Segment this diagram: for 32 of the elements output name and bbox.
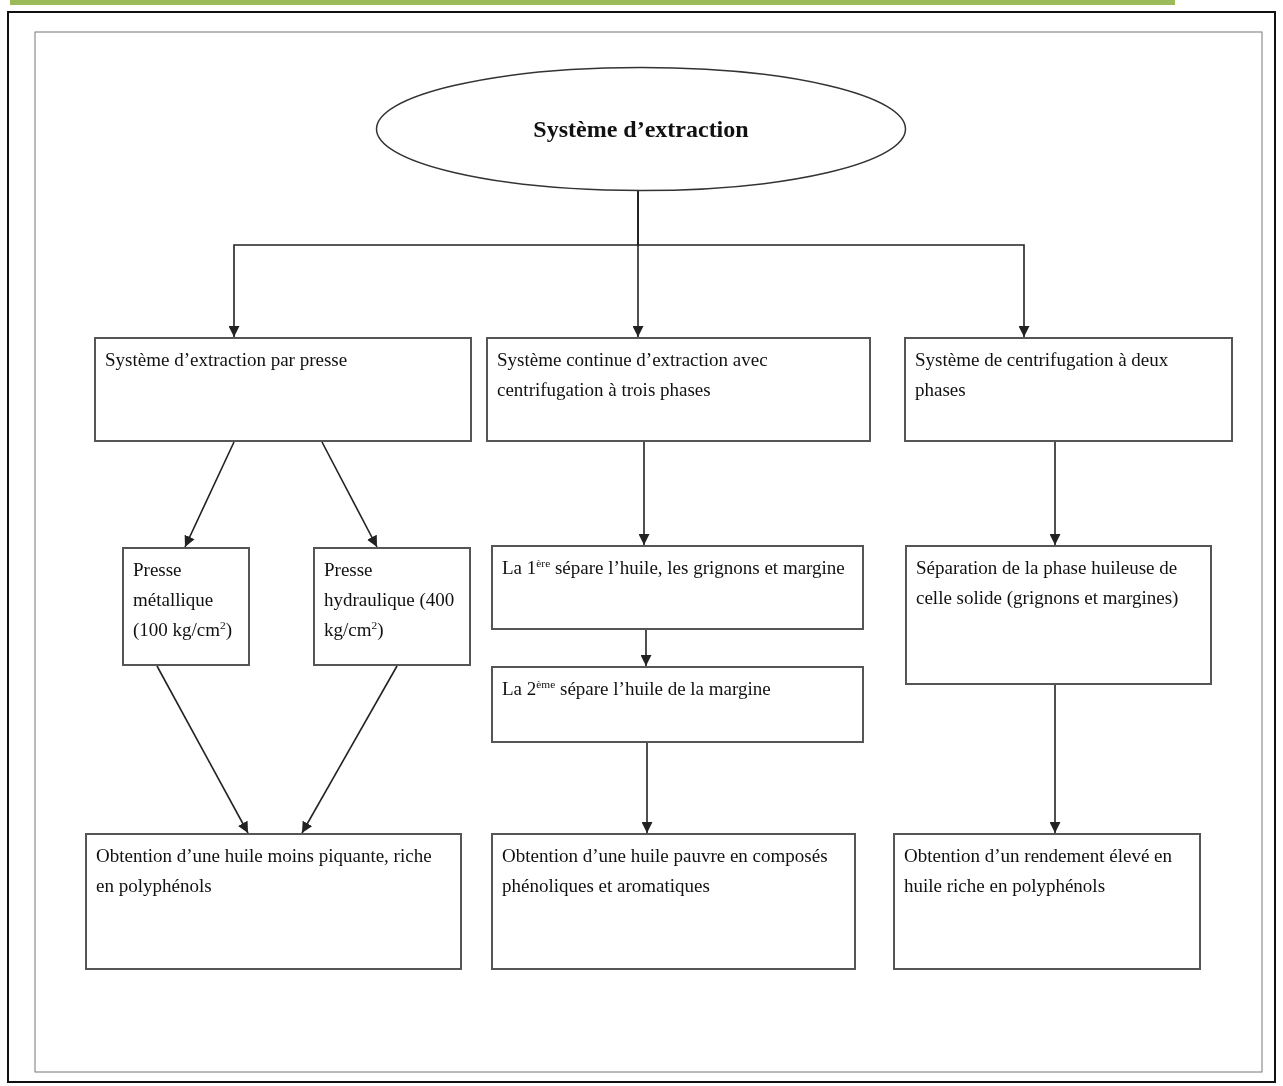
box-text: Obtention d’une huile pauvre en composés phénoliques et aromatiques (502, 845, 828, 896)
process-box (122, 547, 250, 666)
box-text: Presse hydraulique (400 kg/cm$^{2}$) (324, 559, 455, 640)
box-text: Système d’extraction par presse (105, 349, 348, 370)
arrow (1049, 441, 1061, 546)
box-text: Système de centrifugation à deux phases (915, 349, 1169, 400)
box-text: Séparation de la phase huileuse de celle solide (grignons et margines) (916, 557, 1179, 608)
box-text: Système continue d’extraction avec centrifugation à trois phases (497, 349, 768, 400)
arrow (156, 665, 249, 834)
process-box (313, 547, 471, 666)
process-box (85, 833, 462, 970)
title-text: Système d’extraction (533, 115, 749, 144)
process-box (491, 833, 856, 970)
arrow (640, 629, 652, 667)
arrow (1049, 684, 1061, 834)
arrow (638, 441, 650, 546)
process-box (905, 545, 1212, 685)
arrow (321, 441, 378, 548)
arrow (184, 441, 235, 548)
box-text: Obtention d’une huile moins piquante, riche en polyphénols (96, 845, 432, 896)
box-text: La 2$^{ème}$ sépare l’huile de la margine (502, 678, 771, 699)
box-text: Presse métallique (100 kg/cm$^{2}$) (133, 559, 233, 640)
process-box (491, 545, 864, 630)
box-text: Obtention d’un rendement élevé en huile riche en polyphénols (904, 845, 1172, 896)
process-box (94, 337, 472, 442)
process-box (893, 833, 1201, 970)
process-box (491, 666, 864, 743)
process-box (486, 337, 871, 442)
arrow (641, 742, 653, 834)
arrow (301, 665, 398, 834)
process-box (904, 337, 1233, 442)
box-text: La 1$^{ère}$ sépare l’huile, les grignons et margine (502, 557, 845, 578)
